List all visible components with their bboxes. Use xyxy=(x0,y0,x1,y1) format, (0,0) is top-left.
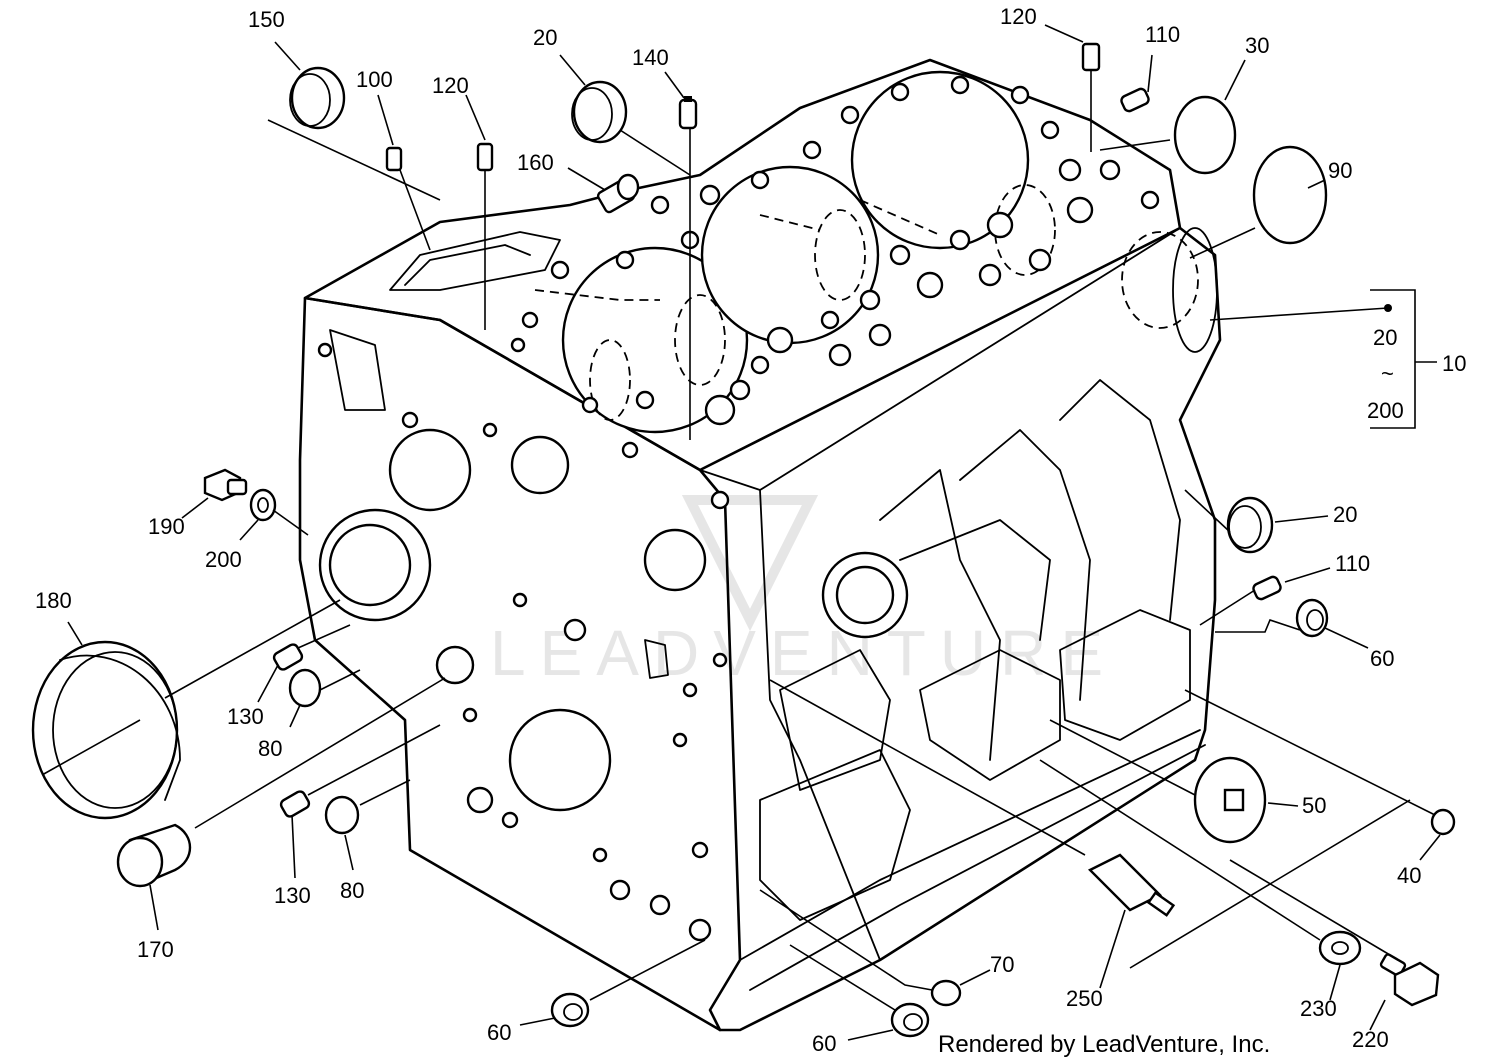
callout-20-right: 20 xyxy=(1333,502,1357,527)
callout-110-right: 110 xyxy=(1335,551,1370,576)
callout-50: 50 xyxy=(1302,793,1326,818)
part-80-plug-upper xyxy=(288,668,322,708)
callout-range-start-20: 20 xyxy=(1373,325,1397,350)
part-40-plug xyxy=(1430,808,1456,836)
callout-20-top: 20 xyxy=(533,25,557,50)
front-face-holes xyxy=(317,342,730,942)
part-220-bolt xyxy=(1379,953,1440,1007)
callout-40: 40 xyxy=(1397,863,1421,888)
part-90-plug xyxy=(1252,145,1328,245)
part-30-plug xyxy=(1173,95,1237,175)
callout-130-upper: 130 xyxy=(227,704,264,729)
callout-120-left: 120 xyxy=(432,73,469,98)
callout-120-right: 120 xyxy=(1000,4,1037,29)
callout-80-upper: 80 xyxy=(258,736,282,761)
callout-150: 150 xyxy=(248,7,285,32)
callout-180: 180 xyxy=(35,588,72,613)
rendered-by-credit: Rendered by LeadVenture, Inc. xyxy=(938,1031,1270,1058)
part-50-plug xyxy=(1193,756,1267,844)
callout-labels: 150 100 120 20 140 120 110 30 160 90 20 … xyxy=(35,4,1466,1056)
callout-80-lower: 80 xyxy=(340,878,364,903)
callout-250: 250 xyxy=(1066,986,1103,1011)
callout-190: 190 xyxy=(148,514,185,539)
part-180-oil-seal xyxy=(31,640,181,820)
part-20-plug-right xyxy=(1226,496,1274,554)
part-160-fitting xyxy=(596,173,640,214)
part-70-plug xyxy=(930,979,962,1007)
part-250-oil-pressure-switch xyxy=(1087,853,1176,917)
callout-range-symbol: ~ xyxy=(1381,361,1394,386)
callout-90: 90 xyxy=(1328,158,1352,183)
callout-170: 170 xyxy=(137,937,174,962)
part-20-plug-top xyxy=(571,80,628,144)
part-190-bolt xyxy=(203,468,248,502)
callout-230: 230 xyxy=(1300,996,1337,1021)
part-100-pin xyxy=(385,146,403,172)
cylinder-block xyxy=(298,58,1222,1032)
callout-30: 30 xyxy=(1245,33,1269,58)
part-130-pin-upper xyxy=(272,643,304,671)
part-130-pin-lower xyxy=(279,790,311,818)
callout-110-top: 110 xyxy=(1145,22,1180,47)
part-80-plug-lower xyxy=(324,795,360,835)
watermark: LEADVENTURE xyxy=(490,495,1117,689)
part-110-pin-right xyxy=(1252,575,1282,601)
deck-holes xyxy=(510,75,1160,426)
callout-10: 10 xyxy=(1442,351,1466,376)
part-230-washer xyxy=(1318,930,1362,966)
watermark-text: LEADVENTURE xyxy=(490,617,1117,689)
callout-60-right: 60 xyxy=(1370,646,1394,671)
callout-160: 160 xyxy=(517,150,554,175)
callout-60-bottom-left: 60 xyxy=(487,1020,511,1045)
callout-220: 220 xyxy=(1352,1027,1389,1052)
part-200-washer-left xyxy=(249,488,277,522)
part-150-plug xyxy=(289,66,346,130)
part-60-plug-right xyxy=(1295,598,1329,638)
part-120-pin-left xyxy=(476,142,494,172)
part-170-cap xyxy=(116,823,192,888)
callout-200-left: 200 xyxy=(205,547,242,572)
part-110-pin-top xyxy=(1120,87,1150,113)
part-120-pin-right xyxy=(1081,42,1101,72)
callout-100: 100 xyxy=(356,67,393,92)
callout-range-end-200: 200 xyxy=(1367,398,1404,423)
callout-60-bottom-center: 60 xyxy=(812,1031,836,1056)
callout-70: 70 xyxy=(990,952,1014,977)
callout-130-lower: 130 xyxy=(274,883,311,908)
part-60-plug-bottom-left xyxy=(550,992,590,1028)
part-140-pin xyxy=(678,96,698,130)
callout-140: 140 xyxy=(632,45,669,70)
part-60-plug-bottom-center xyxy=(890,1002,930,1038)
leader-lines xyxy=(41,24,1441,1041)
